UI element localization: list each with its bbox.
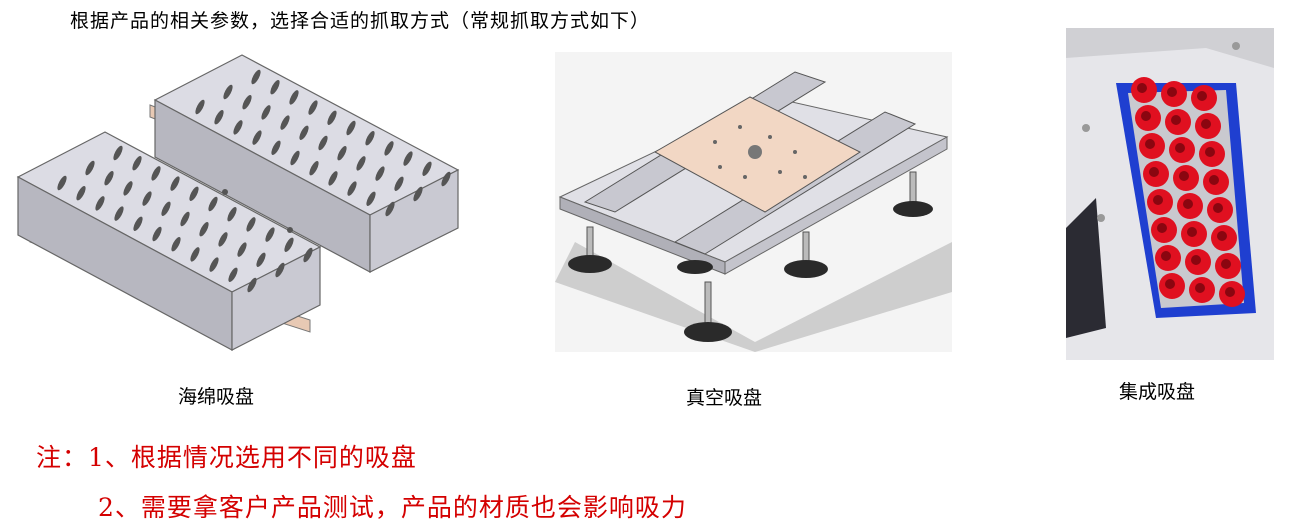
vacuum-suction-cup-icon (555, 52, 952, 352)
figure-caption: 集成吸盘 (1119, 381, 1196, 403)
note-line-2: 2、需要拿客户产品测试，产品的材质也会影响吸力 (98, 493, 687, 522)
note-line-1: 注：1、根据情况选用不同的吸盘 (36, 443, 417, 472)
intro-text: 根据产品的相关参数，选择合适的抓取方式（常规抓取方式如下） (70, 10, 651, 32)
figure-caption: 真空吸盘 (686, 387, 763, 409)
integrated-suction-cup-figure (1066, 28, 1274, 360)
integrated-suction-cup-photo (1066, 28, 1274, 360)
vacuum-suction-cup-figure (555, 52, 952, 352)
sponge-suction-cup-icon (16, 54, 460, 352)
sponge-suction-cup-figure (10, 50, 462, 360)
figure-caption: 海绵吸盘 (178, 386, 255, 408)
